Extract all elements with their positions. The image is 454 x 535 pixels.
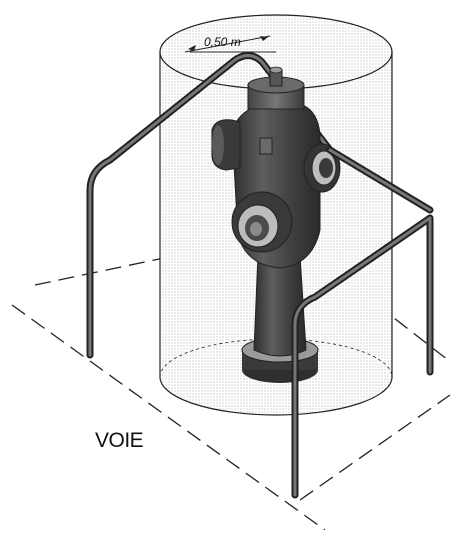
fire-hydrant: [211, 66, 341, 383]
dimension-label: 0,50 m: [204, 35, 241, 49]
radius-dimension: 0,50 m: [184, 35, 271, 53]
road-label: VOIE: [95, 429, 144, 452]
